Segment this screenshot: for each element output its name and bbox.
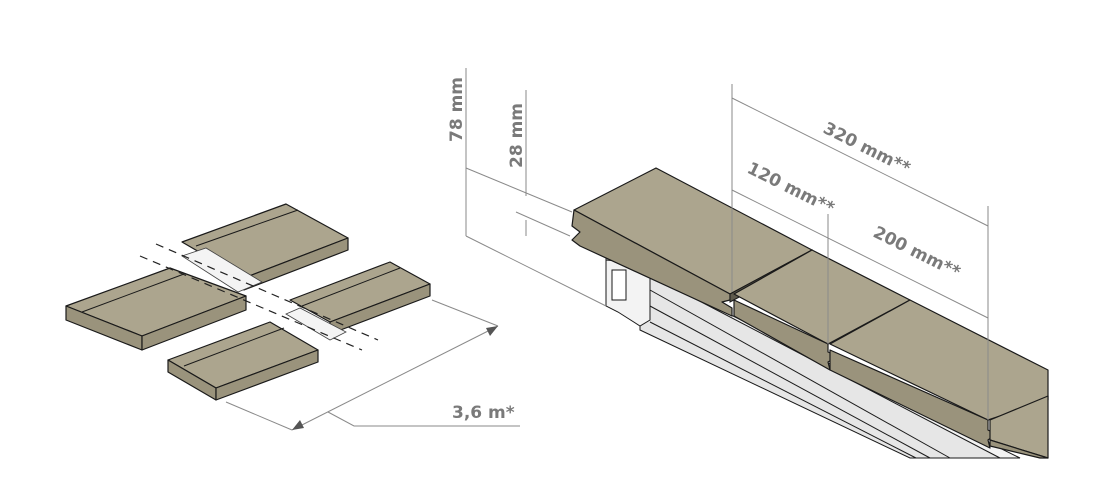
joint-line-2 bbox=[155, 243, 379, 341]
length-dimension: 3,6 m* bbox=[225, 299, 520, 431]
joint-clip-lower bbox=[285, 307, 347, 341]
height-dimensions: 78 mm 28 mm bbox=[447, 68, 607, 307]
board-layout-illustration bbox=[65, 203, 431, 401]
wide-width-label: 200 mm** bbox=[870, 223, 964, 283]
board-upper bbox=[181, 203, 349, 291]
board-left bbox=[65, 267, 247, 351]
narrow-width-label: 120 mm** bbox=[744, 159, 838, 219]
board-lower bbox=[167, 321, 319, 401]
length-label: 3,6 m* bbox=[452, 403, 515, 423]
joint-clip-upper bbox=[181, 247, 263, 293]
board-right bbox=[289, 261, 431, 335]
cross-section-illustration bbox=[571, 167, 1049, 459]
joint-line-1 bbox=[139, 255, 363, 351]
overall-height-label: 78 mm bbox=[447, 77, 467, 142]
board-thickness-label: 28 mm bbox=[507, 103, 527, 168]
